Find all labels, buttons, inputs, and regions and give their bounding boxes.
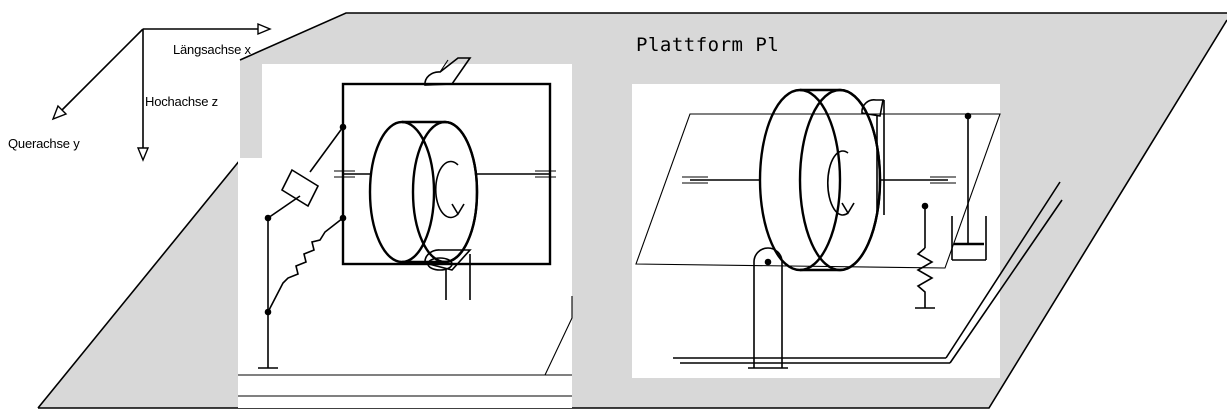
coordinate-axes bbox=[51, 22, 272, 162]
platform-title: Plattform Pl bbox=[636, 34, 780, 56]
platform-left-edge bbox=[37, 159, 241, 409]
right-gimbal-sketch bbox=[632, 84, 1001, 378]
y-axis-label: Querachse y bbox=[8, 136, 80, 151]
x-axis-label: Längsachse x bbox=[173, 42, 251, 57]
left-gimbal-sketch bbox=[238, 57, 573, 408]
z-axis-label: Hochachse z bbox=[145, 94, 218, 109]
platform-back-edge bbox=[239, 12, 1227, 61]
table-edges bbox=[673, 181, 1063, 364]
